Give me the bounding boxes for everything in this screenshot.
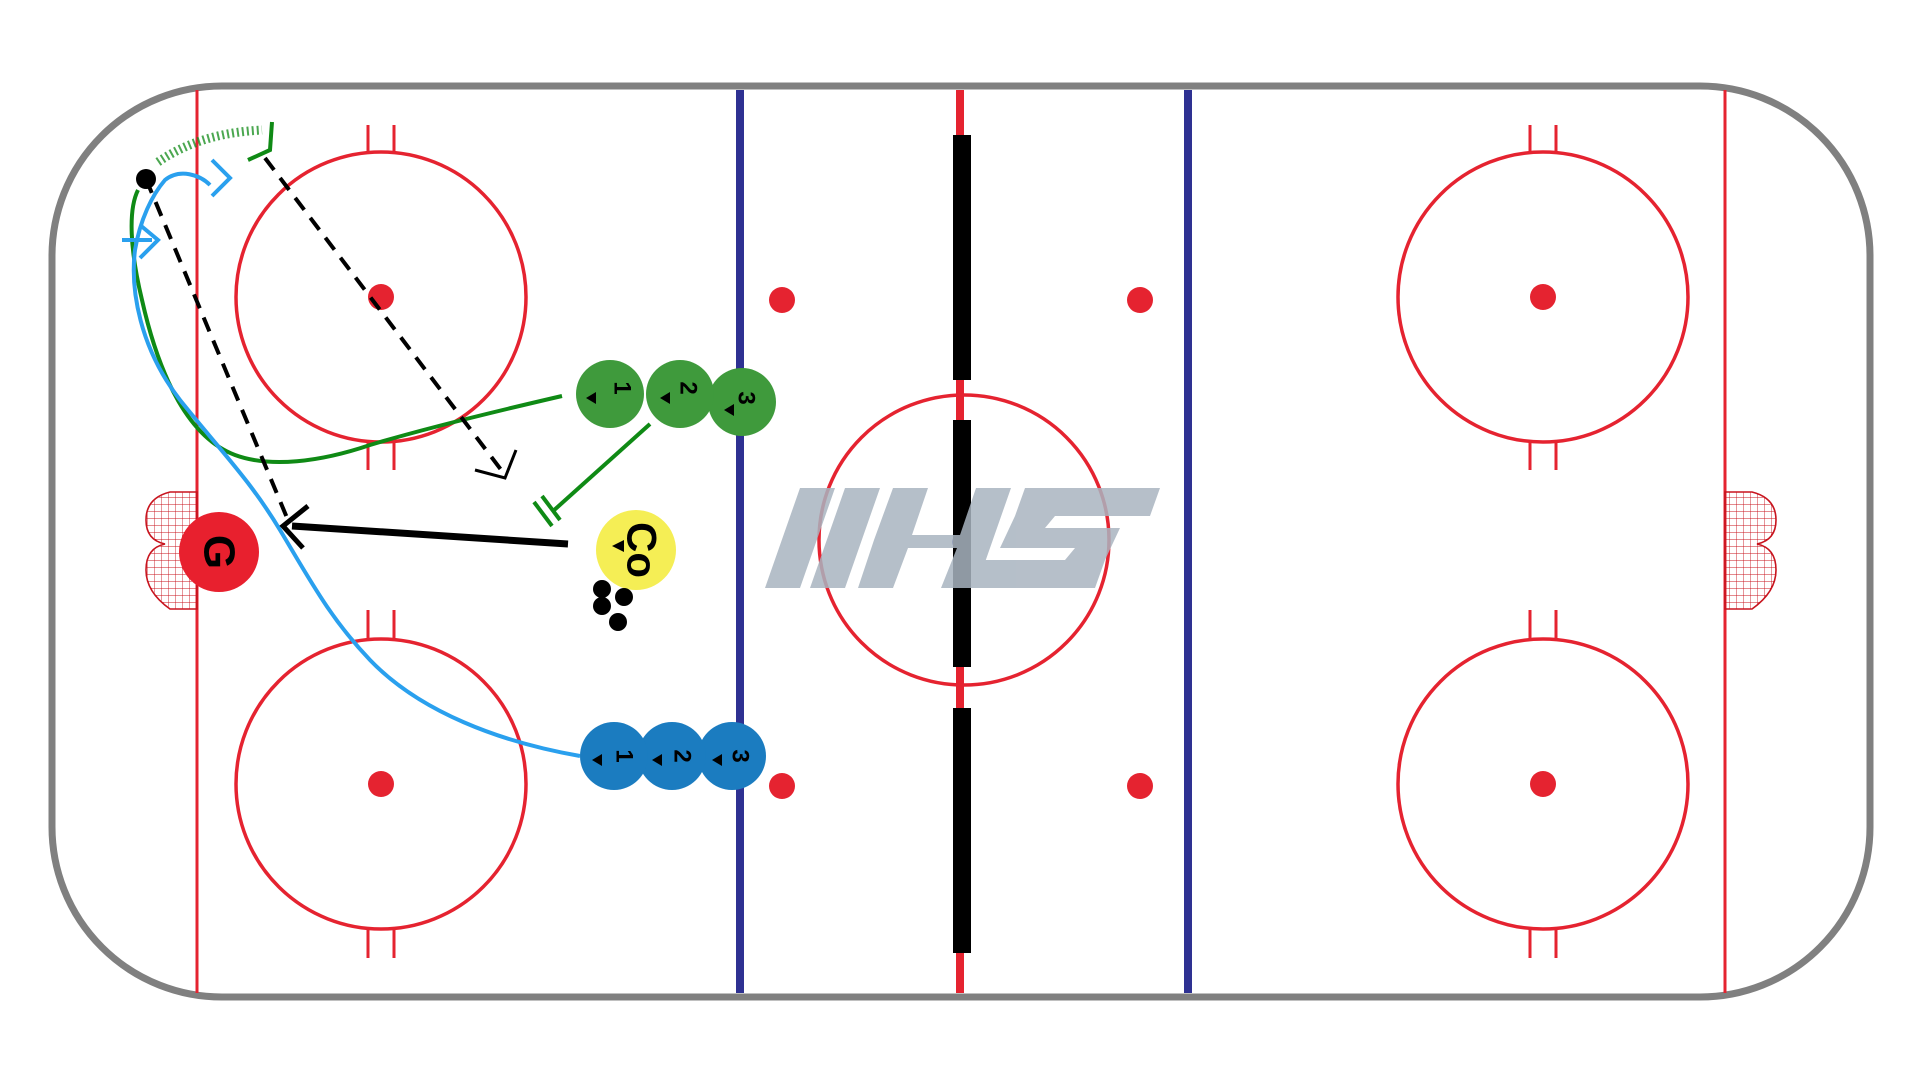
blue-player-1: 1	[580, 722, 648, 790]
green-stop-mark	[540, 494, 562, 522]
puck-start	[136, 169, 156, 189]
green-pass-line	[550, 422, 652, 514]
faceoff-circle-bottom-right	[1396, 610, 1690, 958]
green-player-2: 2	[646, 360, 714, 428]
coach-marker: Co	[596, 510, 676, 590]
pass-arrow-head	[474, 449, 518, 480]
player-number: 3	[727, 749, 754, 762]
puck	[593, 597, 611, 615]
neutral-zone-dot	[769, 773, 795, 799]
goalie-marker: G	[179, 512, 259, 592]
blue-arrow-head	[210, 158, 233, 198]
divider-barrier	[953, 708, 971, 953]
green-stickhandle-path	[155, 125, 263, 166]
coach-label: Co	[619, 522, 666, 578]
faceoff-circle-bottom-left	[234, 610, 528, 958]
net-left	[145, 491, 198, 610]
puck-pile	[593, 580, 633, 631]
player-number: 2	[675, 381, 702, 394]
green-skate-path-top	[247, 121, 274, 162]
green-skate-path	[129, 189, 563, 464]
green-player-1: 1	[576, 360, 644, 428]
net-right	[1724, 491, 1777, 610]
green-stop-mark	[532, 500, 554, 528]
blue-arrow-head	[122, 223, 161, 260]
faceoff-circle-top-right	[1396, 125, 1690, 470]
ihs-logo-watermark	[765, 488, 1160, 588]
puck	[615, 588, 633, 606]
green-player-3: 3	[708, 368, 776, 436]
blue-player-2: 2	[638, 722, 706, 790]
puck	[593, 580, 611, 598]
player-number: 3	[733, 391, 760, 404]
blue-skate-path	[131, 171, 581, 758]
neutral-zone-dot	[1127, 287, 1153, 313]
pass-line-dashed	[144, 178, 292, 526]
shot-line	[291, 522, 569, 548]
player-number: 2	[669, 749, 696, 762]
pass-line-dashed	[263, 156, 507, 477]
player-number: 1	[611, 749, 638, 762]
goalie-label: G	[195, 535, 244, 569]
divider-barrier	[953, 135, 971, 380]
player-number: 1	[609, 381, 636, 394]
blue-player-3: 3	[698, 722, 766, 790]
shot-arrow-head	[279, 504, 310, 550]
puck	[609, 613, 627, 631]
neutral-zone-dot	[769, 287, 795, 313]
neutral-zone-dot	[1127, 773, 1153, 799]
